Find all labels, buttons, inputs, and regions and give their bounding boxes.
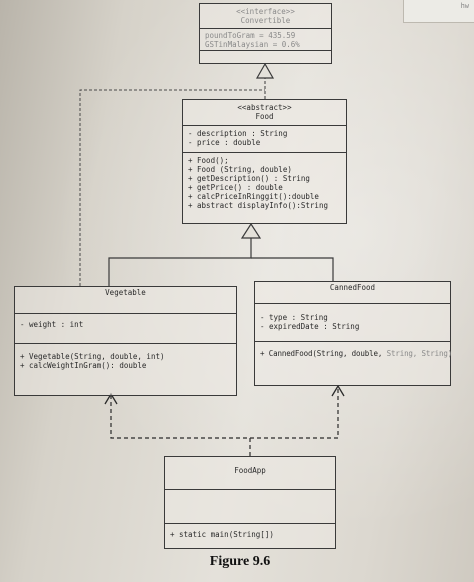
cannedfood-attribute: - type : String [260, 313, 328, 322]
cannedfood-name: CannedFood [329, 283, 376, 292]
food-method: + getPrice() : double [188, 183, 283, 192]
figure-caption: Figure 9.6 [209, 554, 271, 569]
underlying-page-corner: hw [403, 0, 474, 23]
convertible-name: Convertible [240, 16, 291, 25]
cannedfood-method: + CannedFood(String, double, String, Str… [255, 349, 453, 358]
vegetable-attribute: - weight : int [20, 320, 84, 329]
food-method: + Food (String, double) [188, 165, 292, 174]
food-stereotype: <<abstract>> [237, 103, 292, 112]
vegetable-name: Vegetable [105, 288, 146, 297]
vegetable-method: + Vegetable(String, double, int) [20, 352, 165, 361]
food-attribute: - price : double [188, 138, 261, 147]
convertible-stereotype: <<interface>> [236, 7, 295, 16]
food-method: + abstract displayInfo():String [188, 201, 328, 210]
food-method: + calcPriceInRinggit():double [188, 192, 319, 201]
food-class-box: <<abstract>> Food - description : String… [182, 99, 347, 224]
food-method: + Food(); [188, 156, 229, 165]
food-attribute: - description : String [188, 129, 288, 138]
convertible-realization-arrowhead [255, 62, 275, 79]
cannedfood-attribute: - expiredDate : String [260, 322, 360, 331]
foodapp-cannedfood-dependency-line [250, 388, 339, 439]
foodapp-class-box: FoodApp + static main(String[]) [164, 456, 336, 549]
foodapp-dependency-line [110, 396, 251, 456]
vegetable-to-food-line [108, 238, 252, 286]
foodapp-name: FoodApp [234, 466, 266, 475]
vegetable-class-box: Vegetable - weight : int + Vegetable(Str… [14, 286, 237, 396]
convertible-attribute: poundToGram = 435.59 [205, 31, 296, 40]
convertible-attribute: GSTinMalaysian = 0.6% [205, 40, 300, 49]
vegetable-method: + calcWeightInGram(): double [20, 361, 147, 370]
food-method: + getDescription() : String [188, 174, 310, 183]
convertible-interface-box: <<interface>> Convertible poundToGram = … [199, 3, 332, 64]
foodapp-method: + static main(String[]) [170, 530, 274, 539]
cannedfood-dependency-arrowhead [331, 384, 345, 397]
cannedfood-class-box: CannedFood - type : String - expiredDate… [254, 281, 453, 386]
vegetable-to-convertible-line [79, 89, 265, 286]
food-name: Food [255, 112, 274, 121]
corner-mark: hw [460, 2, 469, 10]
food-inheritance-arrowhead [240, 222, 262, 239]
cannedfood-method-overflow: String, String) [386, 349, 453, 358]
cannedfood-to-food-line [251, 257, 334, 281]
cannedfood-method-text: + CannedFood(String, double, [260, 349, 387, 358]
